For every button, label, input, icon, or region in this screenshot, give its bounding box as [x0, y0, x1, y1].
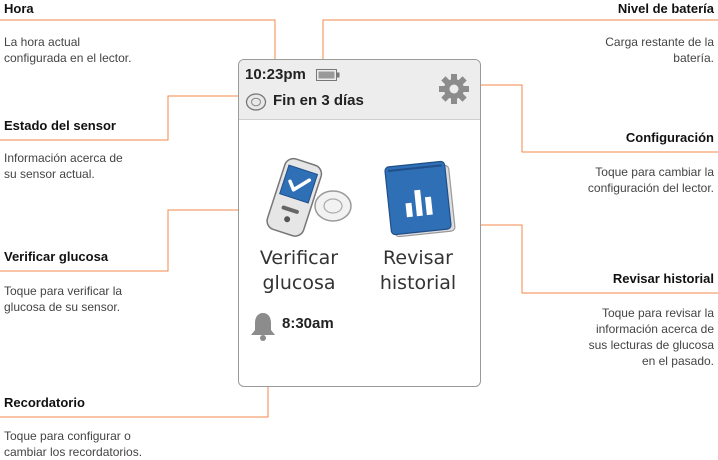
label-line: historial — [379, 272, 457, 294]
label-line: Revisar — [383, 247, 453, 269]
desc-line: su sensor actual. — [4, 167, 95, 181]
bell-icon — [251, 313, 275, 341]
desc-line: sus lecturas de glucosa — [588, 338, 714, 352]
leader-bateria — [322, 19, 718, 60]
reminder-time: 8:30am — [282, 315, 334, 332]
leader-estado-sensor — [0, 95, 240, 141]
callout-title-historial: Revisar historial — [612, 271, 714, 286]
callout-title-recordatorio: Recordatorio — [4, 395, 85, 410]
current-time: 10:23pm — [245, 66, 306, 83]
status-header: 10:23pm Fin en 3 días — [239, 60, 480, 120]
leader-verificar — [0, 209, 262, 272]
callout-desc-verificar: Toque para verificar la glucosa de su sen… — [4, 283, 122, 315]
gear-icon[interactable] — [438, 73, 470, 105]
callout-desc-hora: La hora actual configurada en el lector. — [4, 34, 131, 66]
leader-configuracion — [470, 84, 718, 153]
review-history-label: Revisar historial — [353, 246, 480, 296]
desc-line: batería. — [673, 51, 714, 65]
review-history-button[interactable]: Revisar historial — [359, 120, 480, 300]
label-line: Verificar — [259, 247, 339, 269]
callout-title-hora: Hora — [4, 1, 34, 16]
desc-line: Toque para configurar o — [4, 429, 131, 443]
sensor-status: Fin en 3 días — [273, 92, 364, 109]
desc-line: Toque para verificar la — [4, 284, 123, 298]
desc-line: glucosa de su sensor. — [4, 300, 121, 314]
callout-title-configuracion: Configuración — [625, 130, 714, 145]
desc-line: cambiar los recordatorios. — [4, 445, 143, 459]
sensor-icon — [245, 93, 267, 111]
desc-line: en el pasado. — [641, 354, 714, 368]
callout-desc-historial: Toque para revisar la información acerca … — [589, 305, 714, 369]
callout-desc-recordatorio: Toque para configurar o cambiar los recor… — [4, 428, 142, 460]
leader-hora — [0, 19, 276, 60]
reader-home-screen: 10:23pm Fin en 3 días — [238, 59, 481, 387]
desc-line: configuración del lector. — [587, 181, 714, 195]
callout-title-verificar: Verificar glucosa — [4, 249, 109, 264]
check-glucose-label: Verificar glucosa — [239, 246, 364, 296]
battery-icon — [316, 69, 340, 81]
logbook-chart-icon — [384, 160, 456, 238]
label-line: glucosa — [262, 272, 336, 294]
desc-line: Información acerca de — [4, 151, 123, 165]
desc-line: Toque para revisar la — [601, 306, 714, 320]
leader-historial — [460, 224, 718, 294]
callout-title-estado-sensor: Estado del sensor — [4, 118, 116, 133]
callout-desc-configuracion: Toque para cambiar la configuración del l… — [588, 164, 714, 196]
desc-line: La hora actual — [4, 35, 81, 49]
desc-line: Carga restante de la — [605, 35, 714, 49]
callout-desc-bateria: Carga restante de la batería. — [605, 34, 714, 66]
desc-line: información acerca de — [595, 322, 714, 336]
callout-desc-estado-sensor: Información acerca de su sensor actual. — [4, 150, 123, 182]
desc-line: configurada en el lector. — [4, 51, 132, 65]
reader-check-icon — [266, 157, 352, 237]
callout-title-bateria: Nivel de batería — [617, 1, 714, 16]
desc-line: Toque para cambiar la — [595, 165, 714, 179]
check-glucose-button[interactable]: Verificar glucosa — [239, 120, 359, 300]
